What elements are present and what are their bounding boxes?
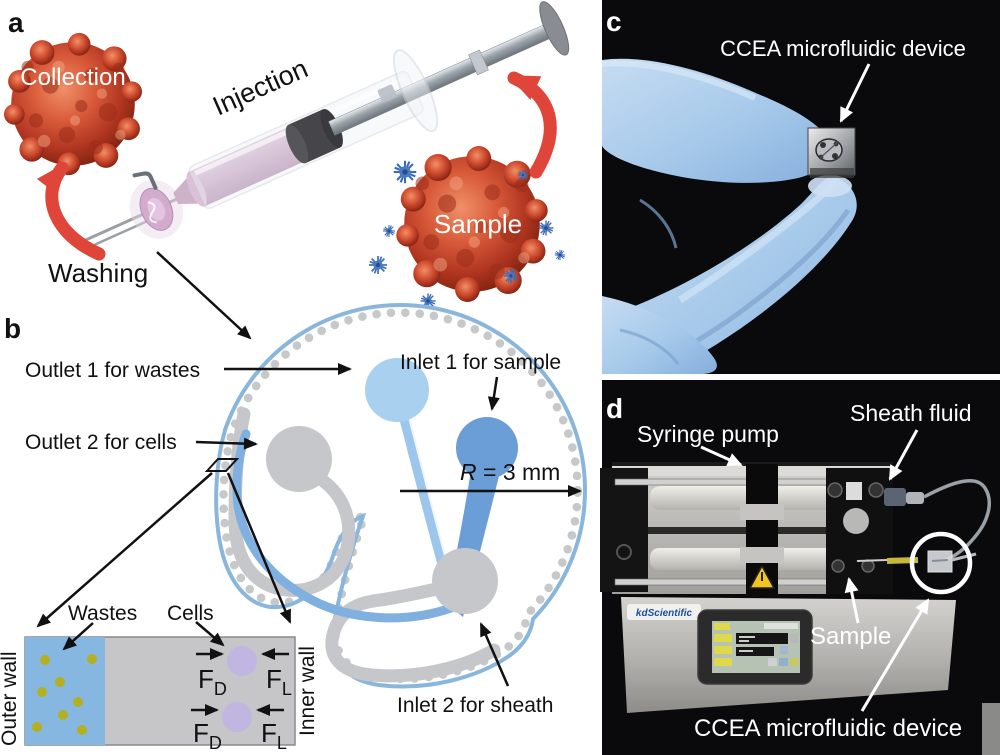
outlet2-arrow xyxy=(195,437,258,450)
ccea-device-arrow xyxy=(860,598,930,712)
syringe-flange xyxy=(392,49,439,133)
sample-arrow xyxy=(844,577,860,624)
sheath-fluid-arrow xyxy=(888,429,919,481)
force-lift-top: FL xyxy=(266,664,292,699)
wastes-arrow xyxy=(62,622,94,651)
panel-divider xyxy=(602,374,1000,380)
channel-cross-section-inset: FD FL FD FL Wastes Cells Outer wall Inne… xyxy=(0,602,319,753)
sample-cell-image: Sample xyxy=(396,146,548,302)
outlet2-label: Outlet 2 for cells xyxy=(25,431,177,454)
force-drag-bottom: FD xyxy=(193,718,222,753)
washing-to-device-arrow xyxy=(156,251,252,340)
radius-symbol: R xyxy=(460,459,477,485)
ccea-device-in-line xyxy=(909,531,977,595)
syringe-pump-label: Syringe pump xyxy=(637,421,779,447)
sheath-fluid-label: Sheath fluid xyxy=(850,400,971,426)
inset-leader-left xyxy=(36,472,213,628)
glove-image xyxy=(601,58,857,389)
waste-particles xyxy=(32,654,97,735)
outlet1-port xyxy=(365,358,429,422)
outlet2-port xyxy=(266,426,332,492)
sample-stream-blue xyxy=(232,429,456,623)
sheath-tube xyxy=(923,479,991,562)
force-arrows xyxy=(191,648,289,716)
syringe-illustration xyxy=(82,1,570,252)
sample-label-d: Sample xyxy=(810,623,891,650)
panel-c-device-arrow xyxy=(839,63,871,123)
zoom-region-marker xyxy=(204,458,240,472)
inlet2-label: Inlet 2 for sheath xyxy=(397,694,553,717)
inlet2-port xyxy=(432,548,498,614)
collection-label: Collection xyxy=(20,64,125,91)
outlet1-label: Outlet 1 for wastes xyxy=(25,359,200,382)
syringe-pump-arrow xyxy=(700,445,743,467)
inlet1-port xyxy=(456,417,518,479)
injection-arrow xyxy=(507,71,557,179)
brand-logo: kdScientific xyxy=(636,608,693,619)
outer-wall-label: Outer wall xyxy=(0,651,21,746)
radius-value: = 3 mm xyxy=(477,459,561,485)
plunger-thumb-rest xyxy=(539,1,570,56)
highlight-circle xyxy=(909,531,973,595)
panel-c: CCEA microfluidic device c xyxy=(601,0,1000,389)
wastes-label: Wastes xyxy=(68,602,137,625)
panel-letter-b: b xyxy=(4,313,21,344)
collection-cell-image: Collection xyxy=(3,32,143,176)
force-drag-top: FD xyxy=(198,664,227,699)
bent-outlet-tube xyxy=(132,171,158,190)
cells-label: Cells xyxy=(167,602,214,625)
radius-label: R = 3 mm xyxy=(460,459,560,485)
sheath-connector xyxy=(884,488,906,506)
inlet1-arrow xyxy=(487,376,500,411)
spiral-channels xyxy=(228,358,518,683)
inner-wall-label: Inner wall xyxy=(296,646,319,736)
sample-label: Sample xyxy=(434,209,522,239)
force-lift-bottom: FL xyxy=(261,718,287,753)
panel-letter-d: d xyxy=(606,393,623,424)
pump-touchscreen[interactable] xyxy=(697,609,813,685)
washing-module xyxy=(129,171,184,239)
syringe-pump-image: kdScientific xyxy=(600,462,1000,755)
panel-b: b Outlet 1 for wastes Outlet 2 for cells… xyxy=(0,303,588,753)
ccea-device-label-d: CCEA microfluidic device xyxy=(694,715,962,742)
injection-label: Injection xyxy=(208,53,312,121)
panel-c-device-label: CCEA microfluidic device xyxy=(720,36,966,61)
sheath-channel-gray xyxy=(325,576,501,683)
inset-leader-right xyxy=(226,472,292,624)
cells-arrow xyxy=(195,621,225,647)
inlet1-label: Inlet 1 for sample xyxy=(400,351,561,374)
cell-bottom xyxy=(222,702,252,732)
washing-label: Washing xyxy=(48,258,148,288)
panel-a: a Collection Sample xyxy=(3,1,570,340)
panel-letter-c: c xyxy=(606,6,622,37)
panel-d: kdScientific xyxy=(600,380,1000,755)
panel-letter-a: a xyxy=(8,7,24,38)
inlet2-arrow xyxy=(479,622,510,687)
ccea-chip xyxy=(807,127,856,178)
cell-top xyxy=(227,646,257,676)
collection-arrow xyxy=(36,161,106,261)
